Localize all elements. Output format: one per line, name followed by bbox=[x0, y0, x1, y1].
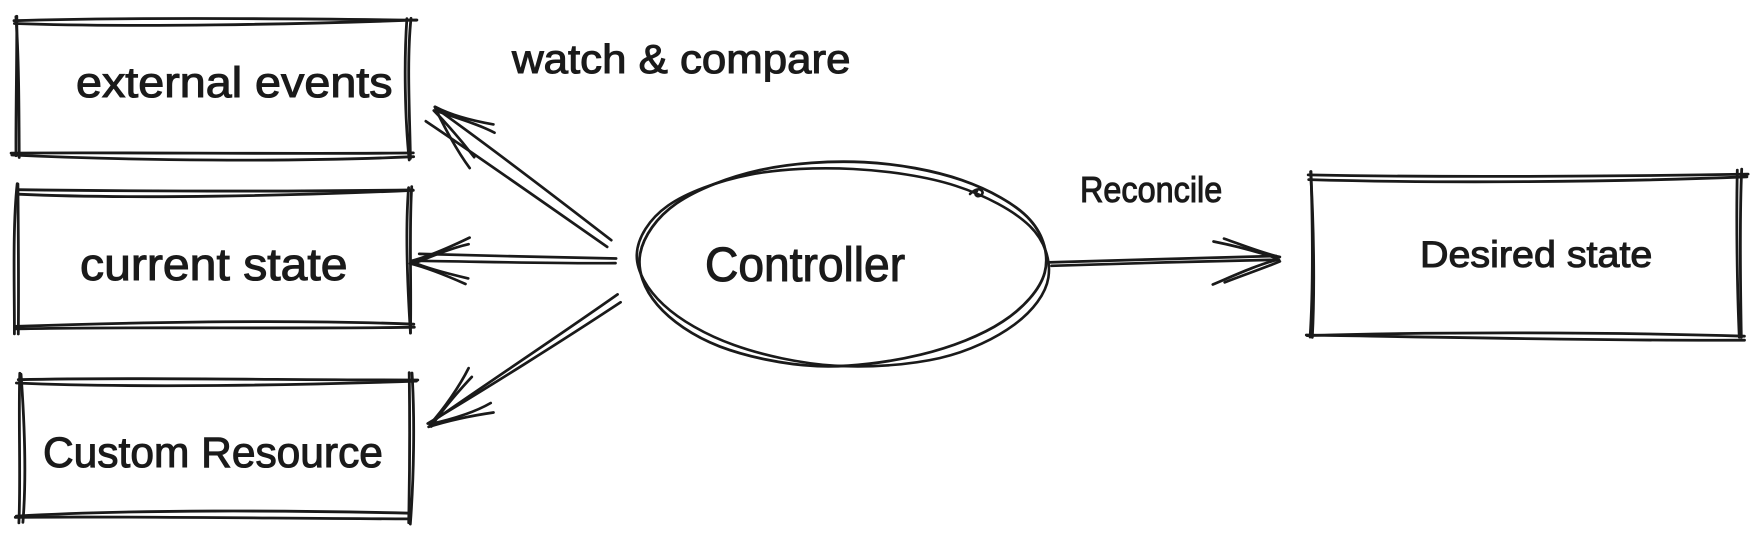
svg-text:external events: external events bbox=[76, 58, 393, 107]
svg-text:Controller: Controller bbox=[705, 237, 905, 291]
svg-text:Desired state: Desired state bbox=[1420, 234, 1652, 276]
svg-text:current state: current state bbox=[80, 239, 348, 289]
svg-text:Custom Resource: Custom Resource bbox=[43, 429, 383, 477]
svg-text:Reconcile: Reconcile bbox=[1080, 170, 1222, 210]
svg-text:watch & compare: watch & compare bbox=[511, 36, 851, 81]
